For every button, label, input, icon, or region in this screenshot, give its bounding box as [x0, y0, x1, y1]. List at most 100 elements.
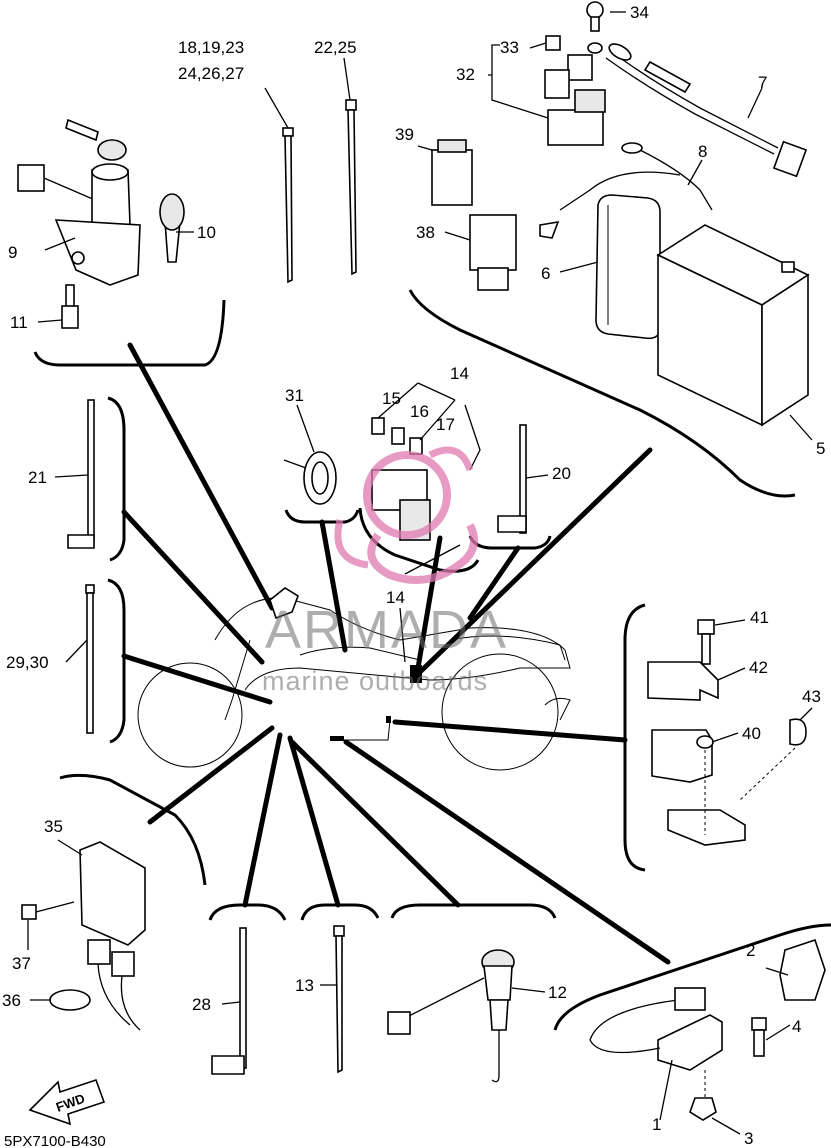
leader-40 — [711, 732, 739, 743]
callout-11: 11 — [10, 313, 28, 332]
leader-band-28 — [242, 732, 283, 908]
frame-band-21 — [107, 396, 126, 562]
lead-8-wire — [639, 149, 713, 211]
leader-33 — [529, 42, 547, 49]
callout-40: 40 — [742, 724, 761, 743]
cable-band-22-part — [345, 99, 357, 276]
relay-38-base — [477, 267, 509, 291]
frame-switch-12 — [390, 903, 557, 919]
relay-38-body — [469, 214, 517, 271]
battery-case — [595, 194, 661, 340]
band-strap — [86, 592, 94, 734]
sensor-bracket — [667, 809, 746, 846]
callout-labels: 1 2 3 4 5 6 7 8 9 10 11 12 13 14 14 15 1… — [2, 3, 825, 1148]
frame-battery-group — [408, 289, 796, 498]
screw-shank — [65, 284, 75, 308]
battery-side — [761, 273, 809, 427]
callout-20: 20 — [552, 464, 571, 483]
regulator-group-part — [21, 841, 146, 1031]
leader-band-29 — [121, 653, 273, 705]
sidestand-group-part — [589, 938, 826, 1121]
ignition-lead — [43, 177, 96, 201]
leader-11 — [37, 319, 63, 323]
fuel-tank — [299, 646, 421, 661]
lead-7-terminal — [608, 43, 632, 61]
band-strap — [239, 927, 247, 1069]
bolt-4-shank — [753, 1029, 765, 1057]
frame-fuses — [358, 507, 480, 573]
battery-terminal — [781, 261, 795, 273]
clip-31-pin — [283, 459, 307, 469]
leader-clip-31 — [319, 519, 348, 653]
leader-band-21 — [121, 509, 265, 665]
frame-clip-31 — [284, 509, 360, 524]
leader-4 — [765, 1024, 791, 1041]
battery-part — [656, 224, 810, 427]
frame-regulator-group — [59, 773, 207, 886]
bolt-41-shank — [701, 633, 711, 665]
screw-37-shank — [35, 901, 75, 913]
leader-8 — [687, 159, 703, 186]
leader-38 — [444, 231, 471, 241]
leader-regulator — [147, 725, 275, 825]
key-head — [159, 193, 185, 231]
callout-14-b: 14 — [386, 588, 405, 607]
seat — [449, 635, 566, 661]
bolt-head — [586, 1, 604, 19]
frame-band-13 — [300, 903, 380, 921]
front-fork — [224, 639, 251, 721]
bolt-4-head — [751, 1017, 767, 1031]
callout-10: 10 — [197, 223, 216, 242]
callout-leaders — [27, 11, 813, 1135]
band-clip — [67, 534, 95, 549]
lead-7-wire — [611, 51, 779, 149]
motorcycle-outline — [137, 587, 571, 771]
ignition-hole — [71, 251, 85, 265]
switch-12-wire — [404, 977, 485, 1019]
leader-32 — [488, 44, 549, 119]
callout-35: 35 — [44, 817, 63, 836]
leader-5 — [789, 414, 813, 441]
leader-ignition — [127, 342, 275, 611]
lead-7-wire-b — [605, 57, 775, 155]
regulator-plug-a — [87, 939, 111, 965]
leader-39 — [417, 145, 433, 151]
callout-21: 21 — [28, 468, 47, 487]
callout-2: 2 — [746, 941, 755, 960]
callout-38: 38 — [416, 223, 435, 242]
frame-band-20 — [468, 535, 552, 550]
cover-2 — [779, 938, 826, 1001]
callout-1: 1 — [652, 1115, 661, 1134]
frame-ignition-group — [33, 299, 226, 367]
callout-13: 13 — [295, 976, 314, 995]
tail-fender — [544, 697, 571, 721]
leader-sidestand — [343, 739, 671, 965]
cable-band-20-part — [497, 424, 527, 534]
screw-head — [61, 305, 79, 329]
callout-29-30: 29,30 — [6, 653, 49, 672]
callout-17: 17 — [436, 415, 455, 434]
headlight-bracket — [269, 587, 299, 620]
fuse-15 — [371, 417, 385, 435]
lead-7-cover — [643, 60, 692, 94]
switch-12-part — [387, 949, 515, 1083]
band-head — [282, 127, 294, 137]
leader-7 — [747, 87, 763, 119]
leader-18 — [264, 87, 289, 129]
ignition-switch-part — [17, 118, 141, 286]
band-strap — [335, 935, 343, 1074]
clamp-axis — [739, 747, 796, 801]
leader-14 — [464, 404, 481, 471]
clamp-36 — [49, 989, 91, 1011]
callout-7: 7 — [758, 73, 767, 92]
bolt-41-head — [697, 619, 715, 635]
key-part — [159, 193, 185, 263]
ignition-key-blade — [65, 118, 99, 142]
clamp-43 — [789, 718, 807, 746]
ignition-connector — [17, 164, 45, 192]
leader-switch-12 — [289, 739, 461, 908]
callout-22-25: 22,25 — [314, 38, 357, 57]
watermark-brand: ARMADA — [265, 600, 508, 660]
switch-12-body — [483, 965, 513, 1001]
relay-terminal — [574, 89, 606, 113]
